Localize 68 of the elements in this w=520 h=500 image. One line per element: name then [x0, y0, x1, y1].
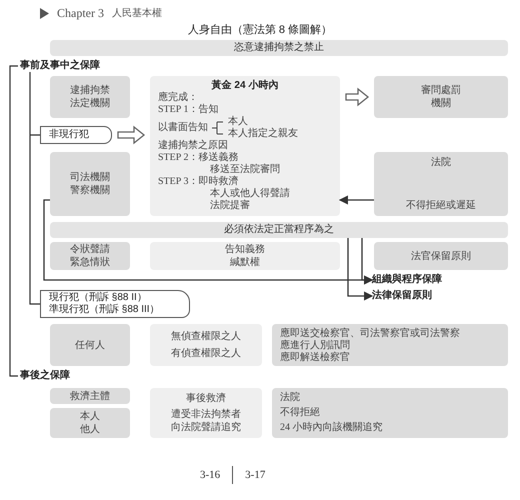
- box-text: 法官保留原則: [411, 250, 471, 262]
- result-text: 法律保留原則: [372, 290, 432, 302]
- box-text: 本人或他人得聲請: [209, 188, 291, 200]
- box-text: 本人指定之親友: [228, 128, 298, 140]
- section-heading: 事後之保障: [20, 370, 70, 382]
- box-text: 事後救濟: [186, 392, 226, 405]
- info-box: [150, 76, 340, 216]
- chapter-title: 人民基本權: [112, 6, 162, 20]
- info-box: [272, 388, 508, 438]
- page-number: 3-17: [245, 468, 266, 483]
- info-box: [50, 76, 130, 118]
- box-text: 24 小時內向該機關追究: [280, 422, 384, 434]
- box-text: STEP 1：告知: [158, 104, 220, 116]
- box-text: 準現行犯（刑訴 §88 III）: [49, 304, 161, 316]
- result-text: 組織與程序保障: [372, 274, 442, 286]
- box-text: STEP 3：即時救濟: [158, 176, 240, 188]
- box-text: 無偵查權限之人: [171, 330, 241, 343]
- box-text: 令狀聲請緊急情狀: [70, 243, 110, 269]
- box-text: 法院: [280, 392, 301, 404]
- info-box: [50, 324, 130, 366]
- section-heading: 事前及事中之保障: [20, 60, 100, 72]
- box-text: 以書面告知: [158, 122, 208, 134]
- banner-bar: [50, 40, 508, 56]
- chapter-label: Chapter 3: [57, 5, 104, 22]
- box-text: 不得拒絕: [280, 407, 321, 419]
- arrow: [361, 238, 374, 285]
- info-box: [374, 152, 508, 216]
- case-tag: [40, 290, 190, 318]
- box-text: 逮捕拘禁之原因: [158, 140, 229, 152]
- box-text: 必須依法定正當程序為之: [224, 224, 334, 236]
- box-text: 不得拒絕或遲延: [406, 199, 476, 212]
- box-text: 任何人: [75, 338, 105, 352]
- box-text: 救濟主體: [70, 390, 110, 402]
- box-text: 本人他人: [80, 410, 100, 436]
- info-box: [50, 388, 130, 404]
- box-text: 審問處罰機關: [420, 84, 462, 110]
- box-text: 遭受非法拘禁者向法院聲請追究: [170, 408, 242, 434]
- info-box: [50, 242, 130, 270]
- arrow: [338, 195, 374, 205]
- block-arrow: [345, 88, 370, 106]
- box-text: 法院: [431, 156, 451, 169]
- box-text: 法院提審: [209, 200, 251, 212]
- box-text: 現行犯（刑訴 §88 II）: [49, 292, 148, 304]
- diagram-title: 人身自由（憲法第 8 條圖解）: [186, 22, 334, 38]
- box-text: 有偵查權限之人: [171, 347, 241, 360]
- box-text: 非現行犯: [49, 129, 90, 141]
- info-box: [374, 76, 508, 118]
- box-text: 應完成：: [158, 92, 198, 104]
- arrow: [347, 238, 374, 301]
- box-text: 本人: [228, 116, 249, 128]
- box-text: 應進行人別訊問: [280, 340, 351, 352]
- box-text: STEP 2：移送義務: [158, 152, 240, 164]
- banner-bar: [50, 222, 508, 238]
- page-number: 3-16: [200, 468, 220, 483]
- box-heading: 黃金 24 小時內: [210, 80, 280, 92]
- info-box: [272, 324, 508, 366]
- box-text: 應即解送檢察官: [280, 352, 351, 364]
- case-tag: [40, 126, 112, 144]
- info-box: [374, 242, 508, 270]
- box-text: 應即送交檢察官、司法警察官或司法警察: [280, 328, 461, 340]
- info-box: [50, 408, 130, 438]
- box-text: 告知義務緘默權: [224, 243, 266, 269]
- box-text: 逮捕拘禁法定機關: [70, 84, 110, 110]
- block-arrow: [117, 126, 146, 144]
- box-text: 移送至法院審問: [209, 164, 281, 176]
- box-text: 司法機關警察機關: [70, 171, 110, 197]
- box-text: 恣意逮捕拘禁之禁止: [234, 42, 324, 54]
- info-box: [50, 152, 130, 216]
